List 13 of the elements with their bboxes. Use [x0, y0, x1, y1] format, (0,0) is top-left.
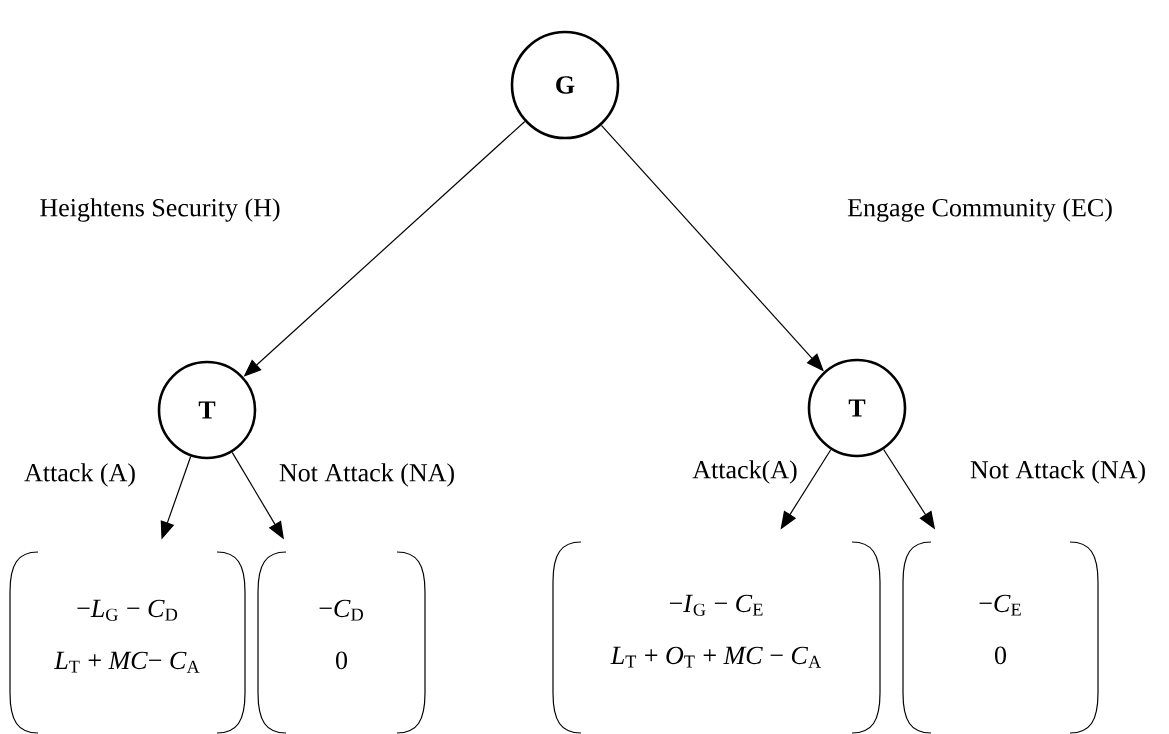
decision-node: T — [807, 358, 907, 458]
edge-label: Attack(A) — [692, 460, 797, 484]
payoff-vector: −I$_{G}$ − C$_{E}$ L$_{T}$ + O$_{T}$ + MC − C$_{A}$ — [552, 541, 881, 734]
edge-label: Attack (A) — [24, 463, 135, 487]
payoff-vector: −C$_{E}$ 0 — [902, 541, 1099, 734]
payoff-vector: −C$_{D}$ 0 — [257, 551, 426, 734]
edge-label: Not Attack (NA) — [970, 460, 1145, 484]
edge-label: Heightens Security (H) — [40, 198, 280, 222]
edge-label: Not Attack (NA) — [279, 463, 454, 487]
decision-node: T — [157, 360, 257, 460]
decision-node: G — [510, 30, 620, 140]
payoff-vector: −L$_{G}$ − C$_{D}$ L$_{T}$ + MC− C$_{A}$ — [9, 551, 246, 734]
edge-label: Engage Community (EC) — [847, 198, 1112, 222]
